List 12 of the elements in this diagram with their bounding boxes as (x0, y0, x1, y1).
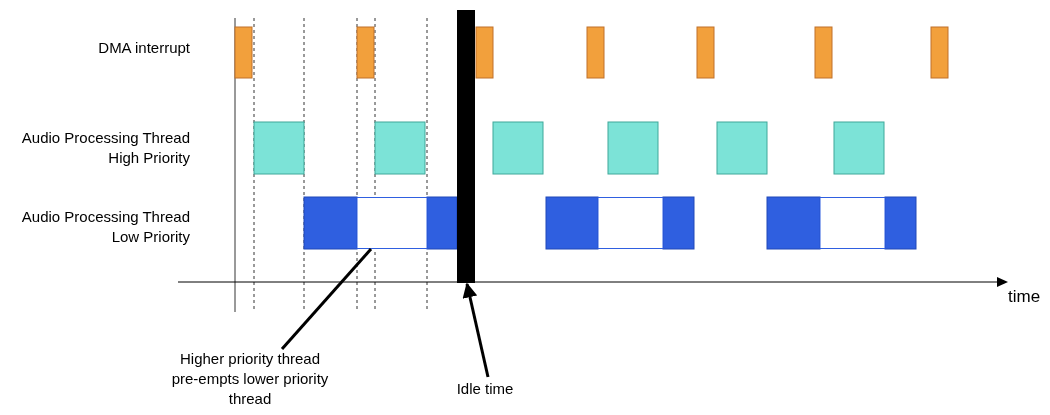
preempted-segment (597, 197, 664, 249)
leader-line (280, 248, 373, 350)
arrow (462, 282, 490, 378)
idle-bar (457, 10, 475, 283)
preempted-segment (356, 197, 428, 249)
row-label: Audio Processing Thread Low Priority (20, 207, 190, 247)
row-label: DMA interrupt (97, 38, 190, 58)
annotation-text: Idle time (445, 379, 525, 399)
axis-label: time (1008, 287, 1041, 307)
annotation-text: Higher priority thread pre-empts lower priority thread (170, 349, 330, 409)
preempted-segment (819, 197, 886, 249)
row-label: Audio Processing Thread High Priority (20, 128, 190, 168)
